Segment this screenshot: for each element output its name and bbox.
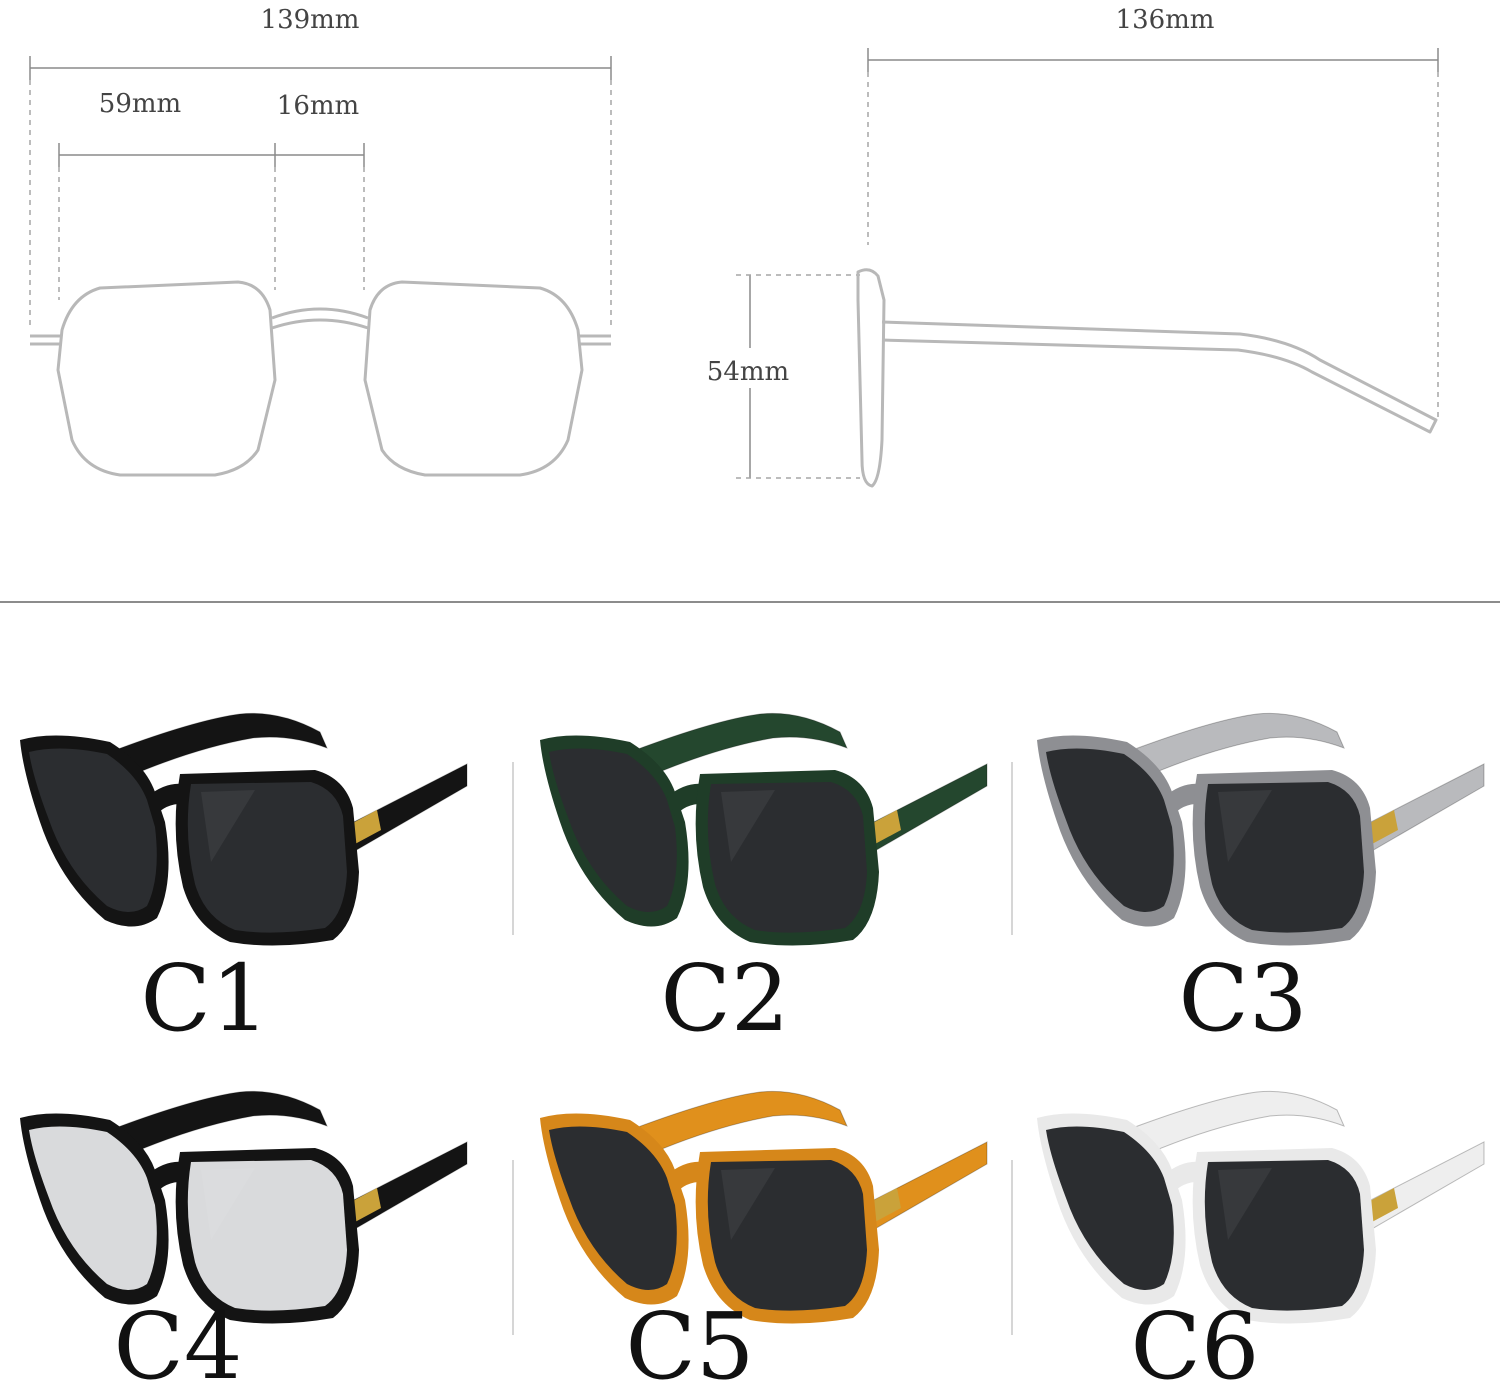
far-temple — [109, 1090, 328, 1157]
bridge — [1164, 1161, 1204, 1194]
variant-c2-glasses — [540, 712, 988, 946]
variant-label-c6: C6 — [1131, 1293, 1260, 1392]
left-lens — [29, 1126, 157, 1290]
near-temple — [349, 763, 468, 853]
far-temple — [109, 712, 328, 779]
hinge-accent — [1368, 1188, 1398, 1222]
far-temple — [1126, 1090, 1345, 1157]
lens-glare — [721, 790, 775, 862]
near-temple — [1366, 1141, 1485, 1231]
right-lens — [1204, 782, 1364, 933]
total-width-label: 139mm — [261, 5, 360, 35]
bridge-outline — [271, 307, 369, 320]
left-lens-outline — [56, 280, 277, 477]
left-lens — [1046, 748, 1174, 912]
hinge-accent — [871, 1188, 901, 1222]
right-lens — [1204, 1160, 1364, 1311]
bridge — [147, 783, 187, 816]
right-lens — [707, 1160, 867, 1311]
hinge-accent — [351, 1188, 381, 1222]
near-temple — [869, 763, 988, 853]
variant-label-c4: C4 — [114, 1293, 243, 1392]
right-lens — [187, 782, 347, 933]
near-temple — [869, 1141, 988, 1231]
front-view-glasses-outline — [30, 280, 611, 477]
side-view-glasses-outline — [856, 268, 1438, 488]
left-lens — [549, 1126, 677, 1290]
far-temple — [629, 712, 848, 779]
near-temple — [1366, 763, 1485, 853]
right-lens — [707, 782, 867, 933]
lens-height-label: 54mm — [707, 357, 789, 387]
front-view-dimensions — [29, 56, 612, 330]
variant-label-c3: C3 — [1179, 945, 1308, 1052]
bridge — [147, 1161, 187, 1194]
bridge-width-label: 16mm — [277, 91, 359, 121]
hinge-accent — [351, 810, 381, 844]
hinge-accent — [871, 810, 901, 844]
far-temple — [629, 1090, 848, 1157]
variant-label-c5: C5 — [626, 1293, 755, 1392]
far-temple — [1126, 712, 1345, 779]
right-lens-outline — [363, 280, 584, 477]
near-temple — [349, 1141, 468, 1231]
variant-c4-glasses — [20, 1090, 468, 1324]
lens-glare — [1218, 790, 1272, 862]
lens-glare — [201, 790, 255, 862]
variant-c3-glasses — [1037, 712, 1485, 946]
bridge — [667, 1161, 707, 1194]
lens-glare — [721, 1168, 775, 1240]
side-lens-outline — [856, 268, 886, 488]
variant-c1-glasses — [20, 712, 468, 946]
variant-c6-glasses — [1037, 1090, 1485, 1324]
side-temple-outline — [881, 320, 1438, 434]
variant-label-c2: C2 — [661, 945, 790, 1052]
right-lens — [187, 1160, 347, 1311]
lens-width-label: 59mm — [99, 89, 181, 119]
temple-length-label: 136mm — [1116, 5, 1215, 35]
left-lens — [549, 748, 677, 912]
hinge-accent — [1368, 810, 1398, 844]
left-lens — [1046, 1126, 1174, 1290]
variant-label-c1: C1 — [141, 945, 270, 1052]
bridge — [667, 783, 707, 816]
left-lens — [29, 748, 157, 912]
lens-glare — [1218, 1168, 1272, 1240]
bridge — [1164, 783, 1204, 816]
side-view-dimensions — [736, 48, 1439, 479]
variant-c5-glasses — [540, 1090, 988, 1324]
lens-glare — [201, 1168, 255, 1240]
